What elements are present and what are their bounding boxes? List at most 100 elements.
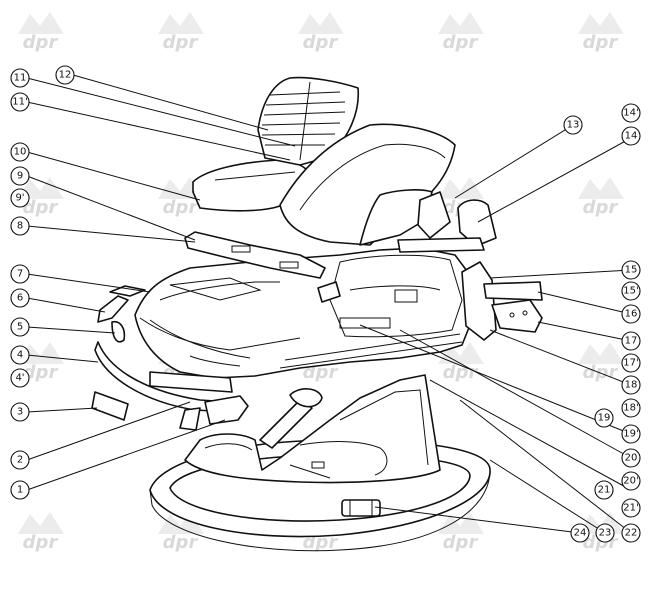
callout-12: 12 [55,65,75,85]
callout-20: 20 [621,448,641,468]
callout-10: 10 [10,142,30,162]
svg-text:dpr: dpr [583,197,619,218]
svg-text:4': 4' [15,373,24,384]
callout-21-prime: 21' [621,498,641,518]
svg-text:24: 24 [574,528,587,539]
front-bumper-parts [91,285,249,431]
callout-7: 7 [10,264,30,284]
rear-bumper-parts [461,261,543,341]
callout-20-prime: 20' [621,471,641,491]
svg-text:14: 14 [625,131,638,142]
watermark-tile: dpr [578,12,624,53]
callout-16: 16 [621,304,641,324]
svg-text:12: 12 [59,70,72,81]
callout-13: 13 [563,115,583,135]
svg-text:8: 8 [17,221,23,232]
svg-text:9: 9 [17,171,23,182]
callout-14-prime: 14' [621,103,641,123]
svg-text:dpr: dpr [23,532,59,553]
watermark-tile: dpr [298,12,344,53]
callout-9: 9 [10,166,30,186]
watermark-tile: dpr [438,12,484,53]
callout-18: 18 [621,375,641,395]
callout-18-prime: 18' [621,398,641,418]
callouts: 11 11' 12 10 9 9' 8 7 6 5 4 4' 3 2 1 13 … [10,65,641,543]
callout-1: 1 [10,480,30,500]
callout-22: 22 [621,523,641,543]
svg-text:dpr: dpr [583,32,619,53]
leader-lines [26,74,632,534]
svg-text:18': 18' [623,403,638,414]
callout-8: 8 [10,216,30,236]
watermark-tile: dpr [18,512,64,553]
svg-text:9': 9' [15,193,24,204]
callout-2: 2 [10,450,30,470]
svg-text:11: 11 [14,73,27,84]
svg-text:15': 15' [623,286,638,297]
callout-14: 14 [621,126,641,146]
svg-text:dpr: dpr [163,32,199,53]
body-shell [134,247,473,379]
svg-text:18: 18 [625,380,638,391]
svg-text:dpr: dpr [163,532,199,553]
dashboard-bar [184,231,326,279]
svg-text:15: 15 [625,265,638,276]
svg-text:dpr: dpr [443,32,479,53]
svg-text:11': 11' [12,97,27,108]
svg-text:17': 17' [623,358,638,369]
callout-5: 5 [10,317,30,337]
svg-text:20': 20' [623,476,638,487]
callout-11-prime: 11' [10,92,30,112]
svg-text:23: 23 [599,528,612,539]
svg-text:13: 13 [567,120,580,131]
svg-text:dpr: dpr [443,362,479,383]
svg-text:21: 21 [598,485,611,496]
callout-4-prime: 4' [10,368,30,388]
svg-text:dpr: dpr [303,32,339,53]
svg-text:21': 21' [623,503,638,514]
seat-shell [279,123,456,246]
callout-19-prime: 19' [621,424,641,444]
callout-15: 15 [621,260,641,280]
svg-text:17: 17 [625,336,638,347]
callout-21: 21 [594,480,614,500]
svg-text:6: 6 [17,293,23,304]
svg-text:dpr: dpr [23,197,59,218]
svg-text:dpr: dpr [443,532,479,553]
svg-text:dpr: dpr [23,362,59,383]
svg-text:20: 20 [625,453,638,464]
svg-text:4: 4 [17,350,23,361]
watermark-tile: dpr [158,12,204,53]
inner-frame [184,374,441,484]
svg-text:3: 3 [17,407,23,418]
svg-text:7: 7 [17,269,23,280]
svg-text:14': 14' [623,108,638,119]
svg-text:5: 5 [17,322,23,333]
watermark-tile: dpr [18,342,64,383]
svg-text:22: 22 [625,528,638,539]
svg-text:2: 2 [17,455,23,466]
callout-19: 19 [594,408,614,428]
callout-11: 11 [10,68,30,88]
callout-17-prime: 17' [621,353,641,373]
callout-24: 24 [570,523,590,543]
steering-column [259,388,323,449]
svg-text:dpr: dpr [23,32,59,53]
callout-4: 4 [10,345,30,365]
rear-brackets [397,191,497,253]
callout-3: 3 [10,402,30,422]
watermark-tile: dpr [438,512,484,553]
svg-text:dpr: dpr [583,362,619,383]
svg-text:1: 1 [17,485,23,496]
svg-text:19: 19 [598,413,611,424]
callout-23: 23 [595,523,615,543]
watermark-tile: dpr [578,342,624,383]
watermark-tile: dpr [18,12,64,53]
svg-text:19': 19' [623,429,638,440]
svg-text:dpr: dpr [163,197,199,218]
callout-17: 17 [621,331,641,351]
callout-9-prime: 9' [10,188,30,208]
svg-text:16: 16 [625,309,638,320]
callout-15-prime: 15' [621,281,641,301]
